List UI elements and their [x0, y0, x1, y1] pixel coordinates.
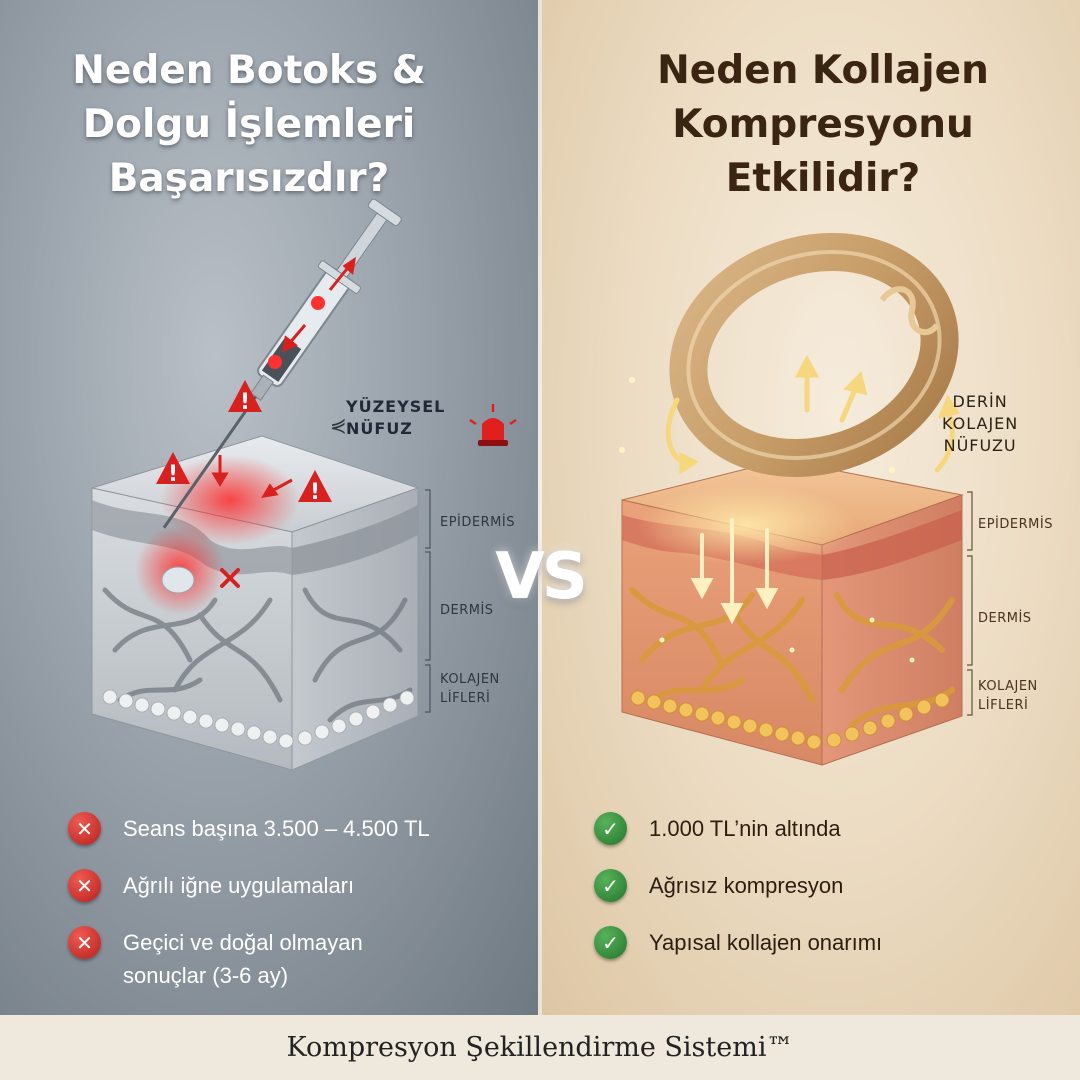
- x-mark-icon: ✕: [68, 926, 101, 959]
- svg-text:!: !: [240, 390, 250, 415]
- botox-panel-title: Neden Botoks & Dolgu İşlemleri Başarısız…: [72, 48, 426, 201]
- list-item: ✕ Geçici ve doğal olmayan sonuçlar (3-6 …: [68, 926, 430, 992]
- check-mark-icon: ✓: [594, 812, 627, 845]
- check-mark-icon: ✓: [594, 926, 627, 959]
- list-item: ✓ 1.000 TL’nin altında: [594, 812, 882, 845]
- x-mark-icon: ✕: [68, 869, 101, 902]
- panel-divider: [538, 0, 542, 1015]
- superficial-penetration-label: YÜZEYSEL NÜFUZ: [346, 397, 446, 438]
- layer-label-dermis: DERMİS: [978, 611, 1032, 626]
- list-item: ✓ Ağrısız kompresyon: [594, 869, 882, 902]
- list-item: ✕ Ağrılı iğne uygulamaları: [68, 869, 430, 902]
- svg-text:⋞: ⋞: [330, 413, 347, 437]
- collagen-benefits-list: ✓ 1.000 TL’nin altında ✓ Ağrısız kompres…: [594, 812, 882, 983]
- list-item: ✓ Yapısal kollajen onarımı: [594, 926, 882, 959]
- botox-panel: Neden Botoks & Dolgu İşlemleri Başarısız…: [0, 0, 538, 1015]
- layer-label-collagen: KOLAJEN LİFLERİ: [978, 679, 1038, 713]
- svg-text:!: !: [310, 480, 320, 505]
- deep-penetration-label: DERİN KOLAJEN NÜFUZU: [942, 392, 1019, 455]
- list-item: ✕ Seans başına 3.500 – 4.500 TL: [68, 812, 430, 845]
- warning-icon: ! ! !: [156, 380, 332, 505]
- layer-label-epidermis: EPİDERMİS: [978, 517, 1053, 532]
- compression-band-icon: [669, 232, 959, 478]
- check-mark-icon: ✓: [594, 869, 627, 902]
- skin-cube-illustration-right: [619, 232, 973, 766]
- collagen-panel-title: Neden Kollajen Kompresyonu Etkilidir?: [657, 48, 989, 201]
- alarm-siren-icon: [469, 404, 517, 446]
- layer-label-epidermis: EPİDERMİS: [440, 515, 515, 530]
- versus-label: VS: [495, 540, 588, 614]
- collagen-panel: Neden Kollajen Kompresyonu Etkilidir?: [542, 0, 1080, 1015]
- skin-cube-illustration-left: ! ! ! ⋞: [90, 198, 517, 771]
- x-mark-icon: ✕: [68, 812, 101, 845]
- botox-drawbacks-list: ✕ Seans başına 3.500 – 4.500 TL ✕ Ağrılı…: [68, 812, 430, 1015]
- svg-text:!: !: [168, 462, 178, 487]
- layer-label-dermis: DERMİS: [440, 603, 494, 618]
- layer-label-collagen: KOLAJEN LİFLERİ: [440, 672, 500, 706]
- footer-brand: Kompresyon Şekillendirme Sistemi™: [0, 1015, 1080, 1080]
